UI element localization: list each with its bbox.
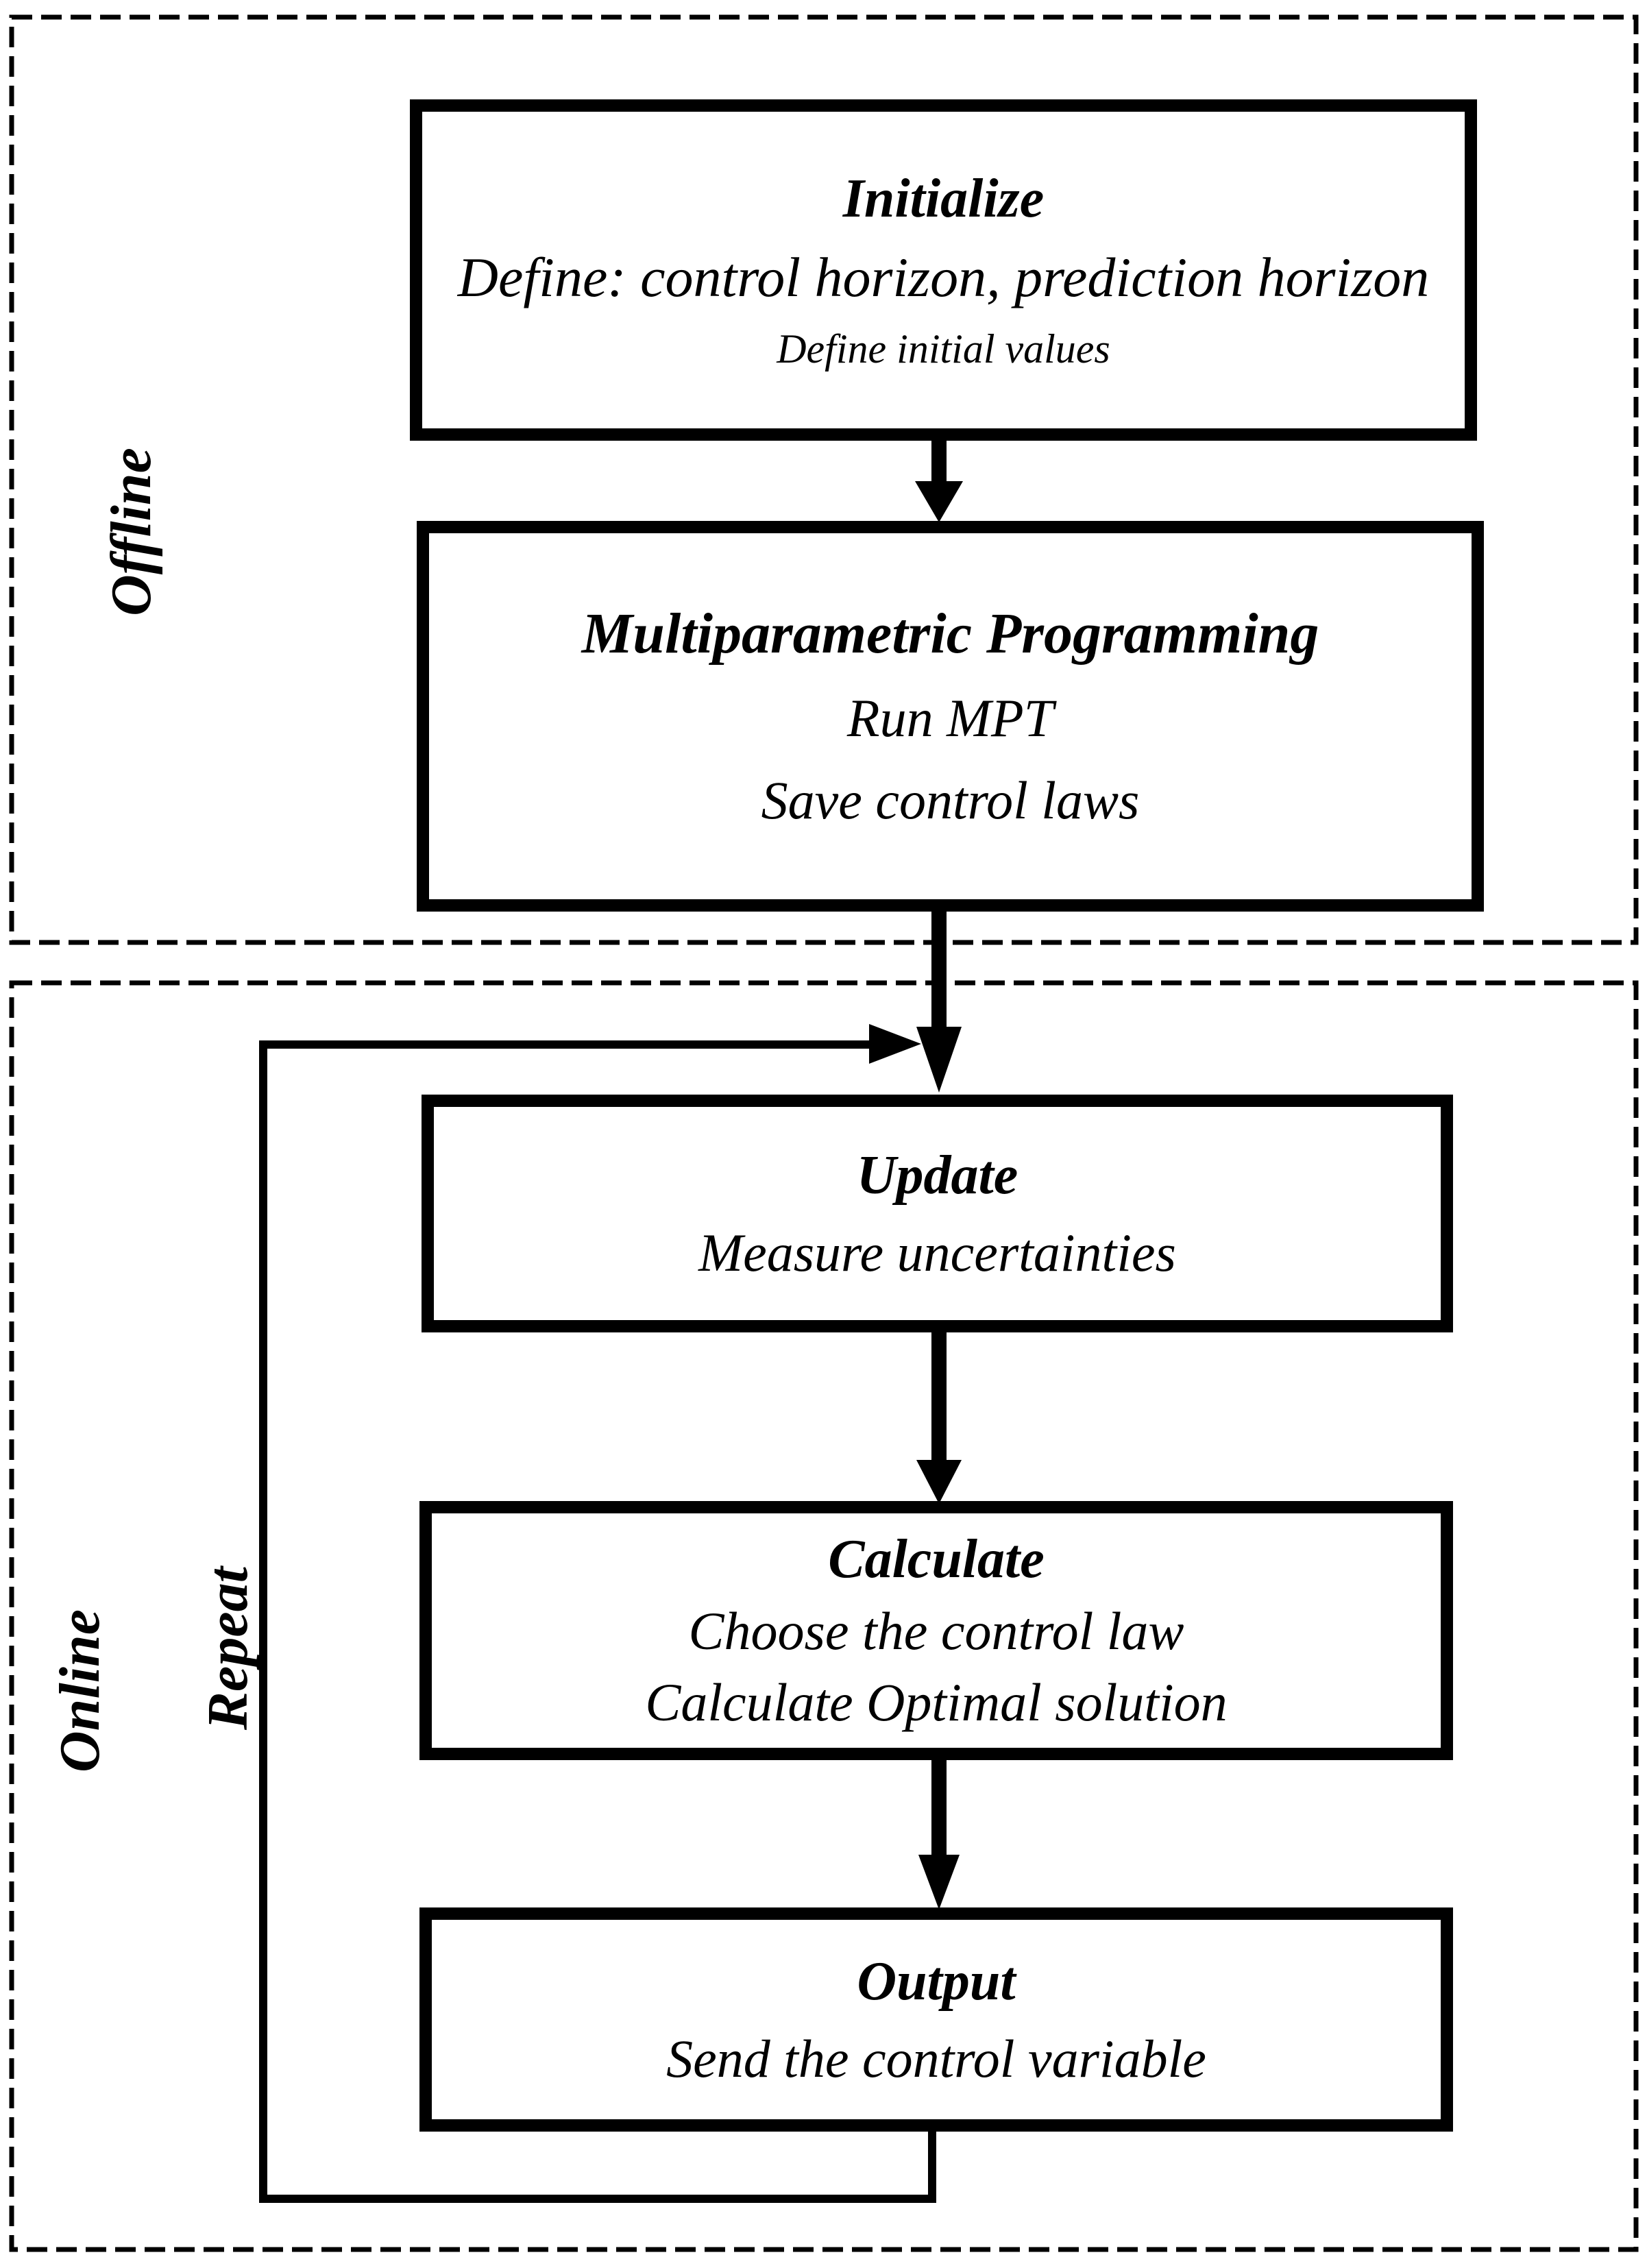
calculate-box: Calculate Choose the control law Calcula… [419, 1501, 1453, 1760]
multiparametric-programming-line-2: Save control laws [761, 770, 1140, 831]
arrow-mpt-to-update [916, 910, 962, 1093]
update-box: Update Measure uncertainties [422, 1095, 1453, 1332]
offline-region-border [9, 14, 1639, 945]
initialize-line-1: Define: control horizon, prediction hori… [457, 245, 1430, 308]
arrow-update-to-calculate [916, 1330, 962, 1504]
repeat-loop-line [259, 1024, 936, 2203]
update-title: Update [856, 1145, 1018, 1206]
output-line-1: Send the control variable [666, 2028, 1206, 2088]
arrow-initialize-to-mpt [915, 439, 963, 522]
multiparametric-programming-box: Multiparametric Programming Run MPT Save… [417, 521, 1484, 912]
arrow-calculate-to-output [918, 1756, 960, 1910]
calculate-title: Calculate [828, 1529, 1045, 1590]
multiparametric-programming-title: Multiparametric Programming [581, 602, 1319, 666]
repeat-arrowhead [869, 1024, 921, 1064]
online-section-label: Online [48, 1609, 112, 1773]
initialize-line-2: Define initial values [777, 326, 1110, 372]
calculate-line-2: Calculate Optimal solution [645, 1672, 1228, 1732]
online-region-border [9, 980, 1639, 2252]
update-line-1: Measure uncertainties [698, 1222, 1176, 1282]
initialize-box: Initialize Define: control horizon, pred… [410, 99, 1477, 441]
output-box: Output Send the control variable [419, 1907, 1453, 2132]
initialize-title: Initialize [842, 168, 1045, 229]
calculate-line-1: Choose the control law [688, 1601, 1184, 1661]
repeat-loop-label: Repeat [196, 1567, 260, 1730]
offline-section-label: Offline [99, 448, 163, 616]
output-title: Output [857, 1951, 1016, 2012]
multiparametric-programming-line-1: Run MPT [846, 688, 1054, 748]
